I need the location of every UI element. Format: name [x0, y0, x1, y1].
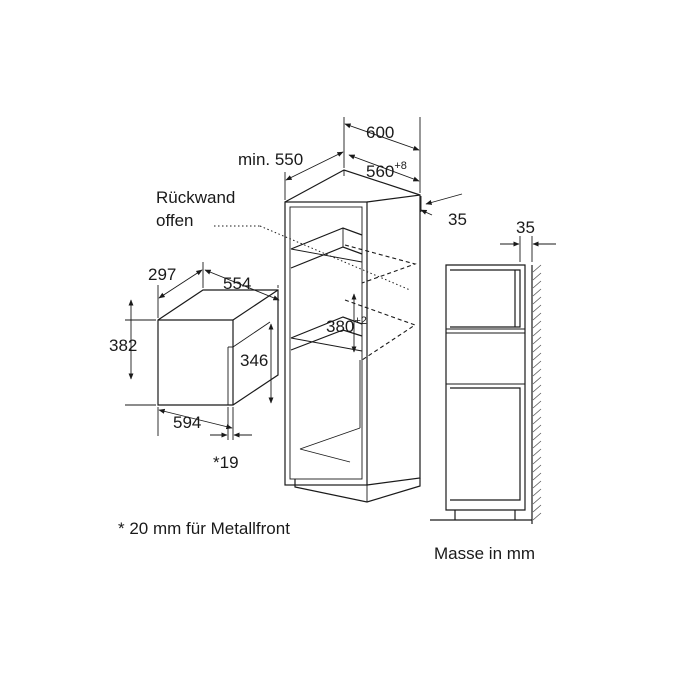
hatch-line [532, 432, 542, 441]
gap-right-label: 35 [448, 210, 467, 229]
appliance-width-label: 594 [173, 413, 201, 432]
hatch-line [532, 280, 542, 289]
hatch-line [532, 400, 542, 409]
hatch-line [532, 456, 542, 465]
side-gap-dimension [500, 236, 556, 262]
wall-hatch [532, 264, 542, 521]
hatch-line [532, 296, 542, 305]
hatch-line [532, 488, 542, 497]
hatch-line [532, 496, 542, 505]
niche-height-tolerance: +2 [354, 315, 367, 327]
side-section-view [430, 264, 533, 524]
hatch-line [532, 416, 542, 425]
hatch-line [532, 312, 542, 321]
hatch-line [532, 472, 542, 481]
hatch-line [532, 480, 542, 489]
niche-height-label: 380+2 [326, 315, 367, 336]
rear-wall-label-line2: offen [156, 211, 194, 230]
hatch-line [532, 288, 542, 297]
depth-top-label: 600 [366, 123, 394, 142]
footnote: * 20 mm für Metallfront [118, 519, 290, 538]
appliance-depth-label: 297 [148, 265, 176, 284]
hatch-line [532, 512, 542, 521]
units-label: Masse in mm [434, 544, 535, 563]
microwave-appliance [157, 289, 279, 406]
min-depth-label: min. 550 [238, 150, 303, 169]
microwave-dimensions [125, 262, 280, 440]
hatch-line [532, 464, 542, 473]
hatch-line [532, 384, 542, 393]
hatch-line [532, 392, 542, 401]
open-back-wall-hint [214, 225, 417, 361]
inner-depth-tolerance: +8 [394, 160, 407, 172]
tall-cabinet [284, 169, 421, 503]
hatch-line [532, 424, 542, 433]
appliance-inner-height-label: 346 [240, 351, 268, 370]
side-gap-label: 35 [516, 218, 535, 237]
hatch-line [532, 320, 542, 329]
appliance-height-label: 382 [109, 336, 137, 355]
hatch-line [532, 336, 542, 345]
hatch-line [532, 368, 542, 377]
front-thickness-label: *19 [213, 453, 239, 472]
rear-wall-label-line1: Rückwand [156, 188, 235, 207]
hatch-line [532, 304, 542, 313]
inner-depth-label: 560+8 [366, 160, 407, 181]
hatch-line [532, 344, 542, 353]
hatch-line [532, 440, 542, 449]
hatch-line [532, 408, 542, 417]
hatch-line [532, 376, 542, 385]
cabinet-dimensions [284, 117, 463, 353]
hatch-line [532, 448, 542, 457]
hatch-line [532, 264, 542, 273]
appliance-inner-label: 554 [223, 274, 251, 293]
hatch-line [532, 272, 542, 281]
hatch-line [532, 504, 542, 513]
hatch-line [532, 328, 542, 337]
hatch-line [532, 360, 542, 369]
hatch-line [532, 352, 542, 361]
